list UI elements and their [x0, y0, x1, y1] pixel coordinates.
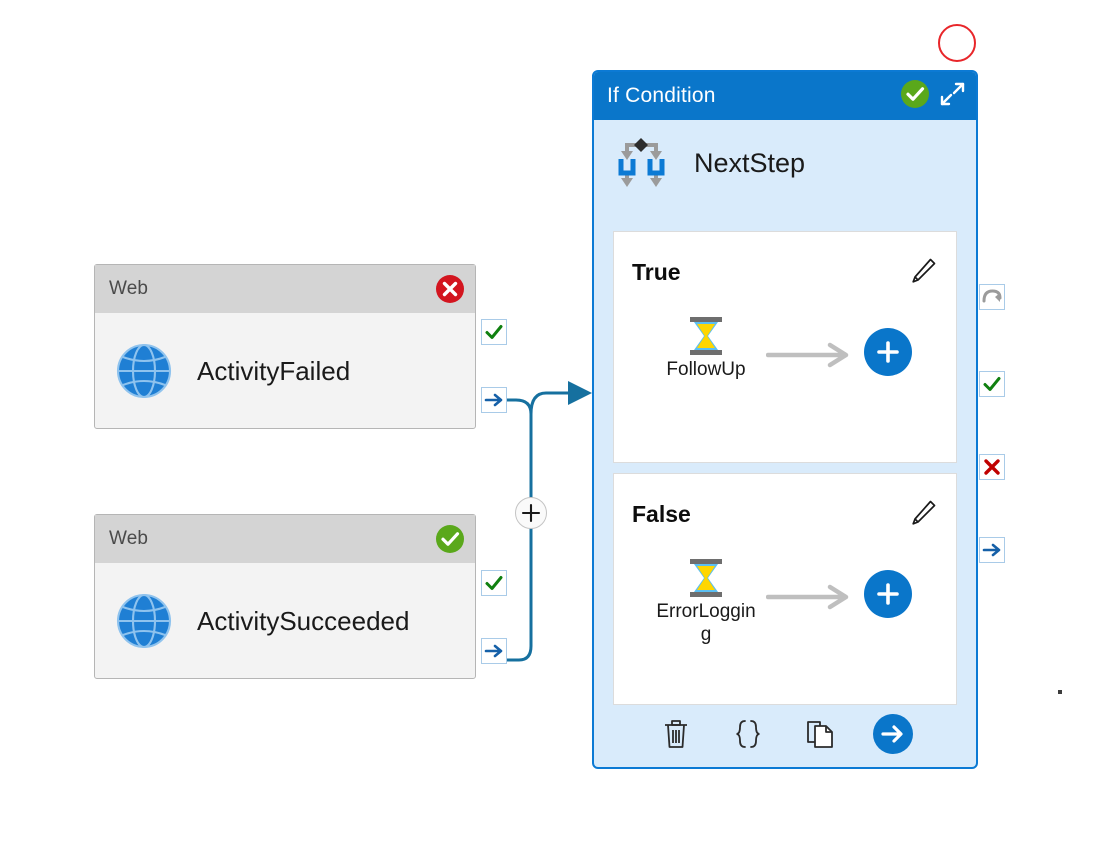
hourglass-icon — [684, 556, 728, 600]
if-condition-panel[interactable]: If Condition — [592, 70, 978, 769]
activityfailed-completion-output-handle[interactable] — [481, 387, 507, 413]
canvas-dot-marker — [1058, 690, 1062, 694]
if-condition-success-output-handle[interactable] — [979, 371, 1005, 397]
if-condition-failure-output-handle[interactable] — [979, 454, 1005, 480]
branch-card-false[interactable]: False — [613, 473, 957, 705]
success-circle-icon — [435, 524, 465, 554]
activity-header: Web — [95, 265, 475, 313]
code-braces-icon[interactable] — [729, 715, 767, 753]
error-circle-icon — [435, 274, 465, 304]
hourglass-icon — [684, 314, 728, 358]
success-circle-icon — [900, 79, 930, 114]
branch-flow-true: FollowUp — [614, 314, 956, 434]
branch-step-label-false: ErrorLogging — [656, 601, 756, 646]
activity-name-label: ActivitySucceeded — [197, 605, 410, 636]
branch-flow-false: ErrorLogging — [614, 556, 956, 676]
globe-icon — [113, 590, 175, 652]
activitysucceeded-completion-output-handle[interactable] — [481, 638, 507, 664]
branch-step-label-true: FollowUp — [666, 359, 746, 380]
add-activity-button-true[interactable] — [864, 328, 912, 376]
branch-step-false[interactable]: ErrorLogging — [652, 556, 760, 646]
if-condition-retry-output-handle[interactable] — [979, 284, 1005, 310]
insert-activity-button[interactable] — [515, 497, 547, 529]
flow-arrow-icon — [765, 342, 854, 368]
collapse-arrows-icon[interactable] — [936, 78, 968, 115]
if-condition-header: If Condition — [594, 72, 976, 120]
if-condition-header-actions — [900, 72, 968, 120]
activityfailed-success-output-handle[interactable] — [481, 319, 507, 345]
if-condition-completion-output-handle[interactable] — [979, 537, 1005, 563]
trash-icon[interactable] — [657, 715, 695, 753]
activity-body: ActivityFailed — [95, 313, 475, 429]
copy-icon[interactable] — [801, 715, 839, 753]
arrow-right-circle-icon[interactable] — [873, 714, 913, 754]
branch-title-true: True — [632, 259, 681, 285]
activity-header: Web — [95, 515, 475, 563]
if-condition-title: If Condition — [607, 84, 716, 107]
plus-icon — [521, 503, 541, 523]
activity-type-label: Web — [109, 528, 149, 549]
activity-type-label: Web — [109, 278, 149, 299]
branch-step-true[interactable]: FollowUp — [652, 314, 760, 381]
activitysucceeded-success-output-handle[interactable] — [481, 570, 507, 596]
plus-icon — [877, 341, 899, 363]
flow-arrow-icon — [765, 584, 854, 610]
activity-card-activitysucceeded[interactable]: Web — [94, 514, 476, 679]
if-condition-toolbar — [594, 701, 976, 767]
branch-card-true[interactable]: True — [613, 231, 957, 463]
annotation-circle-highlight — [938, 24, 976, 62]
plus-icon — [877, 583, 899, 605]
if-condition-subtitle-label: NextStep — [694, 147, 806, 178]
if-condition-subtitle-row: NextStep — [594, 120, 976, 206]
pencil-icon[interactable] — [908, 498, 938, 528]
activity-body: ActivitySucceeded — [95, 563, 475, 679]
pencil-icon[interactable] — [908, 256, 938, 286]
branch-title-false: False — [632, 501, 691, 527]
activity-name-label: ActivityFailed — [197, 355, 351, 386]
branch-split-icon — [612, 134, 670, 192]
add-activity-button-false[interactable] — [864, 570, 912, 618]
globe-icon — [113, 340, 175, 402]
activity-card-activityfailed[interactable]: Web — [94, 264, 476, 429]
